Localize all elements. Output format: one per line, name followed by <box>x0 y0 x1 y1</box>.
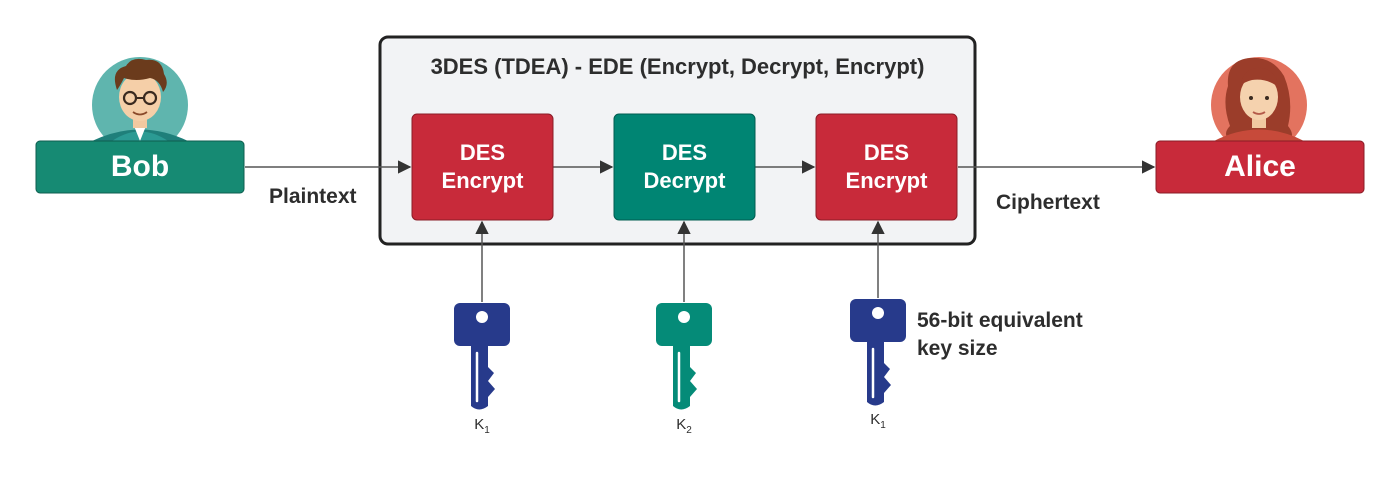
stage-2-label: DES Decrypt <box>614 114 755 220</box>
alice-avatar <box>1211 57 1307 153</box>
sender-name: Bob <box>110 150 170 183</box>
stage-2-line1: DES <box>661 140 708 165</box>
key-3-label: K1 <box>870 411 886 431</box>
key-size-note-line2: key size <box>917 337 998 360</box>
receiver-name: Alice <box>1224 150 1296 183</box>
ciphertext-label: Ciphertext <box>996 191 1100 214</box>
diagram-title: 3DES (TDEA) - EDE (Encrypt, Decrypt, Enc… <box>430 54 925 79</box>
stage-1-line1: DES <box>459 140 506 165</box>
key-2-label: K2 <box>676 416 692 436</box>
alice-bar <box>1155 140 1365 194</box>
des-encrypt-block-1 <box>411 113 554 221</box>
key-size-note-line1: 56-bit equivalent <box>917 309 1083 332</box>
key-icon <box>850 299 906 406</box>
des-encrypt-block-2 <box>815 113 958 221</box>
plaintext-label: Plaintext <box>269 185 357 208</box>
key-1-label: K1 <box>474 416 490 436</box>
stage-1-label: DES Encrypt <box>412 114 553 220</box>
stage-1-line2: Encrypt <box>441 168 524 193</box>
stage-3-line2: Encrypt <box>845 168 928 193</box>
key-icon <box>454 303 510 410</box>
stage-2-line2: Decrypt <box>643 168 726 193</box>
stage-3-line1: DES <box>863 140 910 165</box>
key-icon <box>656 303 712 410</box>
bob-avatar <box>92 57 188 153</box>
bob-bar <box>35 140 245 194</box>
key-size-note: 56-bit equivalent key size <box>917 307 1083 363</box>
stage-3-label: DES Encrypt <box>816 114 957 220</box>
des-decrypt-block <box>613 113 756 221</box>
